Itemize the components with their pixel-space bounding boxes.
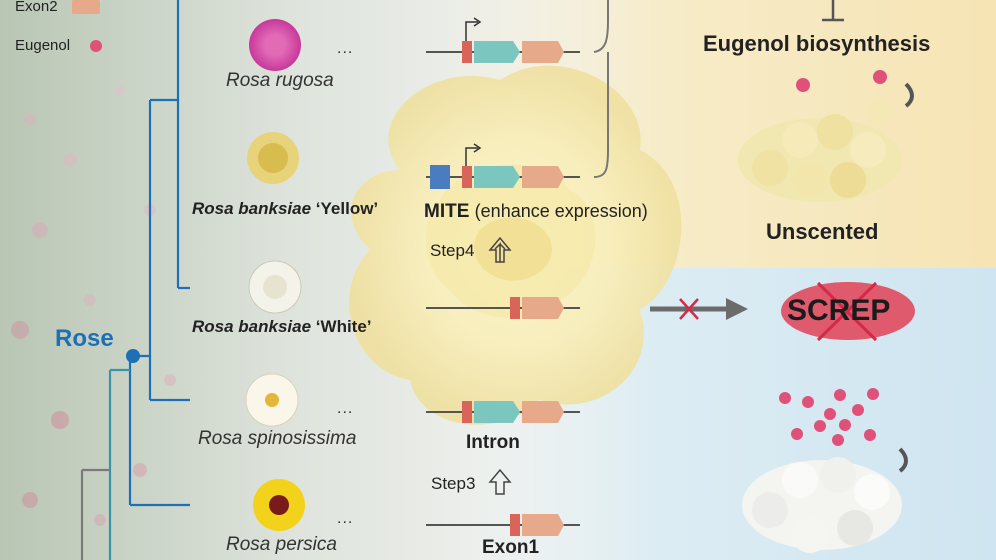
bracket-line [593,0,609,53]
inhibition-bar [822,0,844,22]
ellipsis-marker: ... [337,40,354,57]
species-label-banksiae-white: Rosa banksiae ‘White’ [192,317,372,337]
rose-node-dot [126,349,140,363]
white-flower-cluster-image [742,457,902,553]
eugenol-legend-dot [90,40,102,52]
unscented-label: Unscented [766,219,879,244]
eugenol-dots-cluster [779,388,879,446]
step3-arrow [488,468,512,495]
yellow-flower-cluster-image [738,98,902,202]
step3-label: Step3 [431,474,476,493]
rose-clade-label: Rose [55,325,114,352]
gene-models [426,17,580,536]
exon2-legend-swatch [72,0,100,14]
species-label-rugosa: Rosa rugosa [226,70,334,91]
step4-label: Step4 [430,241,475,260]
species-name: Rosa banksiae [192,199,312,218]
release-arrow-top [904,82,914,108]
mite-label-bold: MITE [424,201,470,222]
species-name: Rosa banksiae [192,317,312,336]
banksiae-white-flower-image [248,260,302,314]
phylogenetic-tree [80,0,190,560]
eugenol-dot [873,70,887,84]
ellipsis-marker: ... [337,510,354,527]
species-label-persica: Rosa persica [226,534,337,555]
eugenol-dot [796,78,810,92]
step4-arrow [488,236,512,263]
background-rose-image [349,65,682,425]
legend-eugenol-label: Eugenol [15,37,71,54]
eugenol-biosynthesis-label: Eugenol biosynthesis [703,31,931,56]
species-label-spinosissima: Rosa spinosissima [198,428,357,449]
cultivar-name: ‘White’ [315,317,372,336]
legend-exon2-label: Exon2 [15,0,58,15]
cultivar-name: ‘Yellow’ [315,199,379,218]
banksiae-yellow-flower-image [247,132,299,184]
rugosa-flower-image [249,19,301,71]
spinosissima-flower-image [245,373,299,427]
blocked-arrow [650,298,748,320]
species-label-banksiae-yellow: Rosa banksiae ‘Yellow’ [192,199,378,219]
ellipsis-marker: ... [337,400,354,417]
persica-flower-image [253,479,305,531]
screp-label: SCREP [787,294,891,327]
exon1-label: Exon1 [482,537,540,558]
mite-note: (enhance expression) [474,201,648,221]
intron-label: Intron [466,432,520,453]
release-arrow-bottom [898,447,908,473]
screp-cross [816,281,878,342]
mite-label: MITE (enhance expression) [424,201,648,223]
